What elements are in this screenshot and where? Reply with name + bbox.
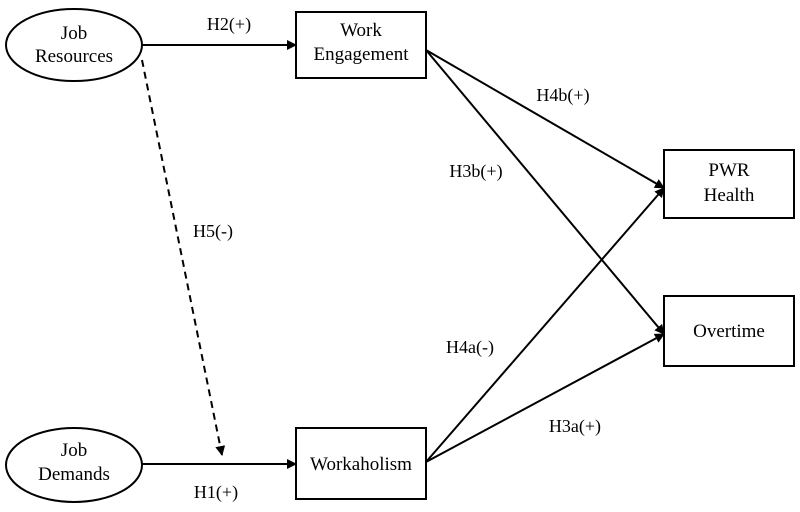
node-work-engagement: Work Engagement (295, 11, 427, 79)
edge-label-h3b: H3b(+) (449, 161, 502, 182)
nodes: Job Resources Job Demands Work Engagemen… (5, 8, 795, 503)
edge-h4b (425, 49, 665, 189)
edge-label-h1: H1(+) (194, 482, 238, 503)
node-job-resources-line-2: Resources (35, 46, 113, 67)
edge-labels: H2(+) H1(+) H5(-) H4b(+) H3b(+) H4a(-) H… (193, 14, 601, 503)
node-job-resources-line-1: Job (61, 23, 87, 44)
node-pwr-health: PWR Health (663, 149, 795, 219)
node-job-resources: Job Resources (5, 8, 143, 82)
node-job-demands-line-1: Job (61, 440, 87, 461)
edge-h3b (425, 49, 665, 335)
edge-h3a (425, 333, 665, 463)
node-workaholism-label: Workaholism (310, 454, 412, 475)
node-overtime: Overtime (663, 295, 795, 367)
node-job-demands-line-2: Demands (38, 464, 110, 485)
node-pwr-health-line-2: Health (704, 185, 755, 206)
edge-label-h3a: H3a(+) (549, 416, 601, 437)
node-job-demands: Job Demands (5, 427, 143, 503)
node-work-engagement-line-2: Engagement (314, 44, 410, 65)
edge-label-h4b: H4b(+) (536, 85, 589, 106)
node-overtime-label: Overtime (693, 321, 765, 342)
edge-label-h4a: H4a(-) (446, 337, 494, 358)
node-workaholism: Workaholism (295, 427, 427, 500)
node-work-engagement-line-1: Work (340, 20, 382, 41)
edge-label-h5: H5(-) (193, 221, 233, 242)
node-pwr-health-line-1: PWR (708, 160, 750, 181)
edge-h4a (425, 187, 665, 463)
edge-h5 (141, 59, 226, 456)
edges (141, 40, 665, 469)
edge-label-h2: H2(+) (207, 14, 251, 35)
